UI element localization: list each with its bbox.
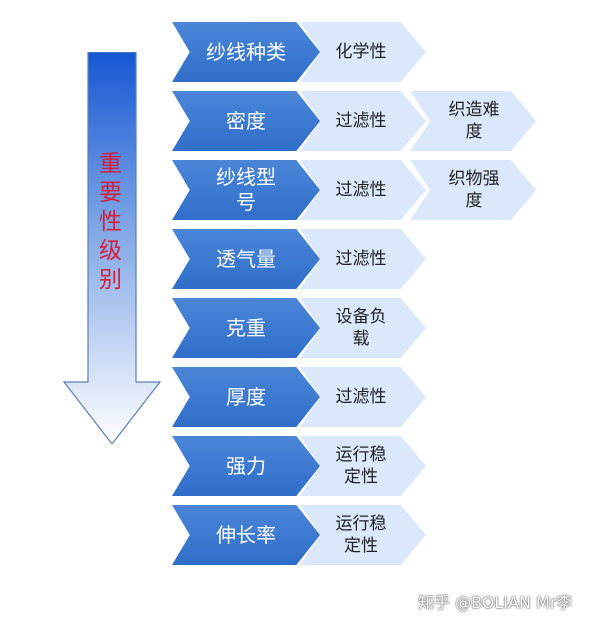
factor-row: 纱线型 号 过滤性 织物强 度 (172, 160, 552, 220)
factor-row: 密度 过滤性 织造难 度 (172, 91, 552, 151)
effect-label: 设备负 载 (335, 307, 387, 349)
factor-chevron (172, 91, 320, 151)
effect-label: 运行稳 定性 (335, 445, 387, 487)
effect-chevron (300, 298, 426, 358)
factor-row: 厚度 过滤性 (172, 367, 552, 427)
factor-row: 克重 设备负 载 (172, 298, 552, 358)
factor-label: 克重 (226, 315, 266, 340)
factor-chevron (172, 229, 320, 289)
factor-label: 密度 (226, 108, 266, 133)
effect-chevron (300, 505, 426, 565)
effect-chevron (300, 229, 426, 289)
factor-chevron (172, 367, 320, 427)
effect-label: 过滤性 (335, 180, 387, 200)
factor-chevron (172, 505, 320, 565)
factor-row: 透气量 过滤性 (172, 229, 552, 289)
secondary-effect-label: 织物强 度 (448, 169, 500, 211)
importance-down-arrow (62, 52, 162, 444)
factor-row: 纱线种类 化学性 (172, 22, 552, 82)
factor-chevron (172, 160, 320, 220)
watermark: 知乎 @BOLIAN Mr李 (418, 593, 573, 612)
factor-label: 伸长率 (216, 522, 276, 547)
factor-row: 伸长率 运行稳 定性 (172, 505, 552, 565)
factor-label: 透气量 (216, 246, 276, 271)
secondary-effect-chevron (410, 91, 536, 151)
factor-chevron (172, 22, 320, 82)
effect-label: 化学性 (335, 42, 387, 62)
factor-row: 强力 运行稳 定性 (172, 436, 552, 496)
importance-label: 重要性级别 (99, 151, 123, 293)
factor-label: 纱线种类 (206, 39, 286, 64)
effect-chevron (300, 91, 426, 151)
factor-label: 厚度 (226, 384, 266, 409)
effect-chevron (300, 22, 426, 82)
factor-chevron (172, 436, 320, 496)
effect-chevron (300, 436, 426, 496)
effect-label: 过滤性 (335, 249, 387, 269)
factor-chevron (172, 298, 320, 358)
effect-label: 过滤性 (335, 387, 387, 407)
effect-chevron (300, 160, 426, 220)
effect-label: 运行稳 定性 (335, 514, 387, 556)
factor-label: 纱线型 号 (216, 165, 276, 214)
effect-chevron (300, 367, 426, 427)
secondary-effect-chevron (410, 160, 536, 220)
effect-label: 过滤性 (335, 111, 387, 131)
factor-label: 强力 (226, 453, 266, 478)
secondary-effect-label: 织造难 度 (448, 100, 500, 142)
